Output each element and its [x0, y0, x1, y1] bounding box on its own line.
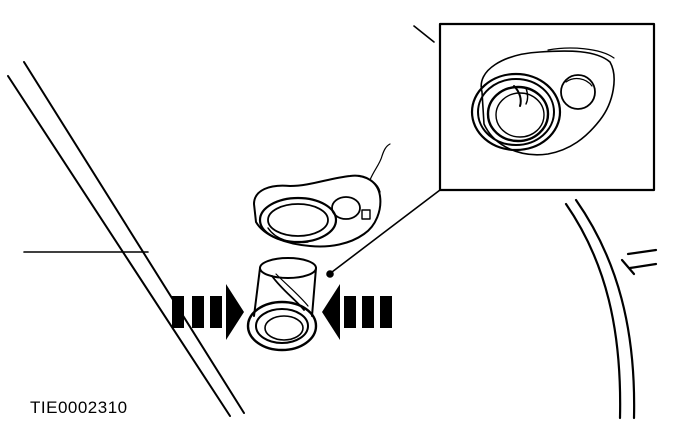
- wheel-housing: [564, 198, 658, 420]
- bushing-part: [246, 257, 318, 352]
- detail-inset: [438, 22, 656, 192]
- callout-leader: [326, 25, 441, 278]
- arrow-left-icon: [322, 284, 392, 340]
- casting-part: [253, 143, 391, 248]
- figure-id-label: TIE0002310: [30, 398, 128, 417]
- arrow-right-icon: [172, 284, 244, 340]
- frame-rails: [7, 61, 245, 417]
